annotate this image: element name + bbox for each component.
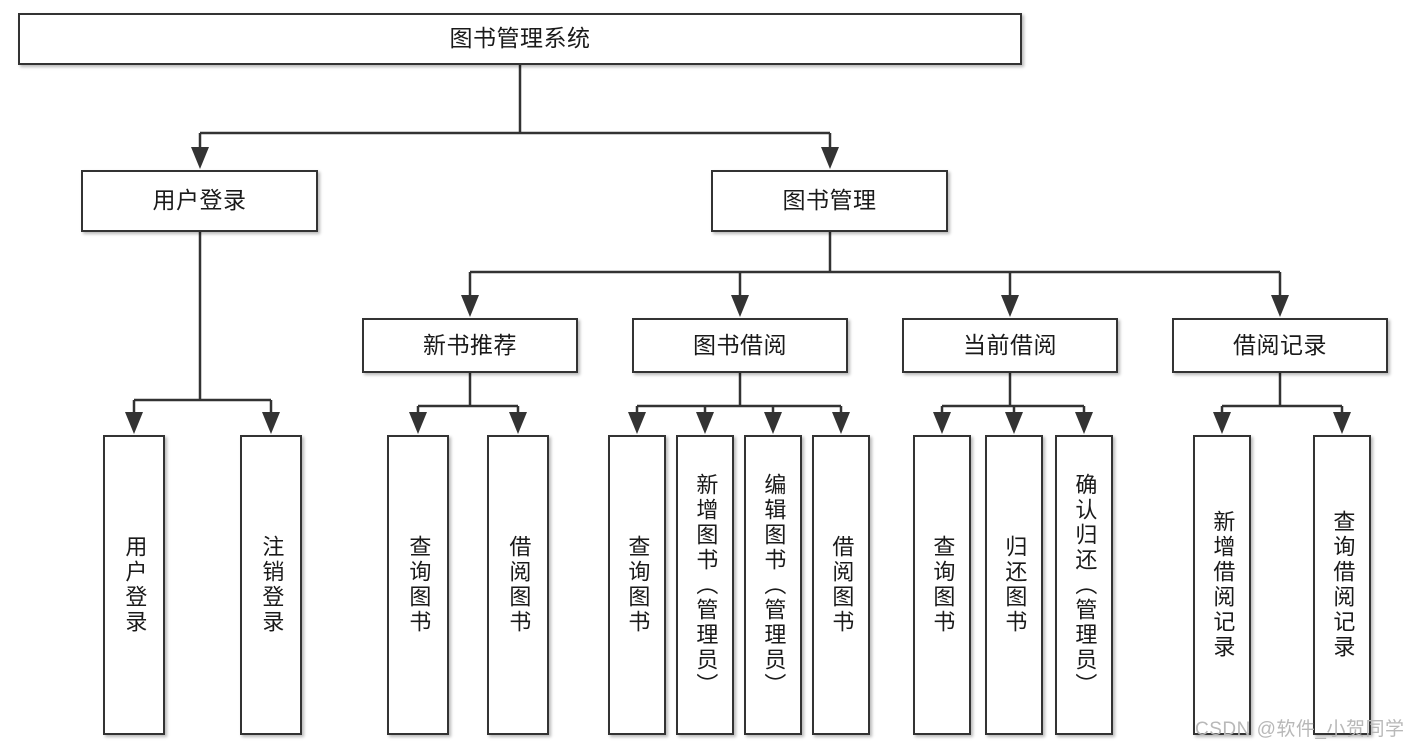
node-label: 确认归还（管理员） (1072, 472, 1098, 698)
arrowhead-user-login (191, 147, 209, 169)
arrowhead-leaf-user-login (125, 412, 143, 434)
node-label: 注销登录 (259, 535, 285, 635)
node-leaf-query-book-current[interactable]: 查询图书 (913, 435, 971, 735)
node-leaf-add-borrow-record[interactable]: 新增借阅记录 (1193, 435, 1251, 735)
arrowhead-new-book-recommend (461, 295, 479, 317)
node-leaf-borrow-book[interactable]: 借阅图书 (812, 435, 870, 735)
node-label: 图书借阅 (693, 331, 787, 358)
node-leaf-borrow-book-recommend[interactable]: 借阅图书 (487, 435, 549, 735)
node-label: 用户登录 (122, 535, 148, 635)
arrowhead-current-borrow (1001, 295, 1019, 317)
node-leaf-edit-book-admin[interactable]: 编辑图书（管理员） (744, 435, 802, 735)
node-label: 查询图书 (406, 535, 432, 635)
node-label: 借阅记录 (1233, 331, 1327, 358)
arrowhead-book-borrow (731, 295, 749, 317)
node-new-book-recommend[interactable]: 新书推荐 (362, 318, 578, 373)
node-label: 归还图书 (1002, 535, 1028, 635)
node-book-manage[interactable]: 图书管理 (711, 170, 948, 232)
node-label: 新增图书（管理员） (693, 472, 719, 698)
node-leaf-user-login[interactable]: 用户登录 (103, 435, 165, 735)
node-label: 新增借阅记录 (1210, 510, 1236, 660)
arrowhead-leaf-query-book-current (933, 412, 951, 434)
node-current-borrow[interactable]: 当前借阅 (902, 318, 1118, 373)
arrowhead-leaf-edit-book-admin (764, 412, 782, 434)
node-leaf-query-borrow-record[interactable]: 查询借阅记录 (1313, 435, 1371, 735)
node-leaf-query-book-recommend[interactable]: 查询图书 (387, 435, 449, 735)
node-root[interactable]: 图书管理系统 (18, 13, 1022, 65)
arrowhead-leaf-query-borrow-record (1333, 412, 1351, 434)
arrowhead-leaf-add-borrow-record (1213, 412, 1231, 434)
node-label: 查询图书 (625, 535, 651, 635)
node-leaf-confirm-return-admin[interactable]: 确认归还（管理员） (1055, 435, 1113, 735)
arrowhead-leaf-query-book-recommend (409, 412, 427, 434)
node-label: 查询图书 (930, 535, 956, 635)
node-label: 借阅图书 (829, 535, 855, 635)
arrowhead-borrow-record (1271, 295, 1289, 317)
node-borrow-record[interactable]: 借阅记录 (1172, 318, 1388, 373)
node-label: 当前借阅 (963, 331, 1057, 358)
arrowhead-leaf-confirm-return-admin (1075, 412, 1093, 434)
node-leaf-user-logout[interactable]: 注销登录 (240, 435, 302, 735)
node-leaf-add-book-admin[interactable]: 新增图书（管理员） (676, 435, 734, 735)
arrowhead-book-manage (821, 147, 839, 169)
arrowhead-leaf-add-book-admin (696, 412, 714, 434)
arrowhead-leaf-user-logout (262, 412, 280, 434)
node-user-login[interactable]: 用户登录 (81, 170, 318, 232)
arrowhead-leaf-borrow-book (832, 412, 850, 434)
node-label: 查询借阅记录 (1330, 510, 1356, 660)
node-leaf-return-book[interactable]: 归还图书 (985, 435, 1043, 735)
arrowhead-leaf-borrow-book-recommend (509, 412, 527, 434)
node-label: 图书管理 (782, 187, 877, 214)
arrowhead-leaf-return-book (1005, 412, 1023, 434)
node-label: 借阅图书 (506, 535, 532, 635)
node-book-borrow[interactable]: 图书借阅 (632, 318, 848, 373)
node-label: 用户登录 (152, 187, 247, 214)
node-label: 新书推荐 (423, 331, 517, 358)
node-label: 编辑图书（管理员） (761, 472, 787, 698)
node-leaf-query-book-borrow[interactable]: 查询图书 (608, 435, 666, 735)
arrowhead-leaf-query-book-borrow (628, 412, 646, 434)
node-label: 图书管理系统 (449, 25, 591, 52)
